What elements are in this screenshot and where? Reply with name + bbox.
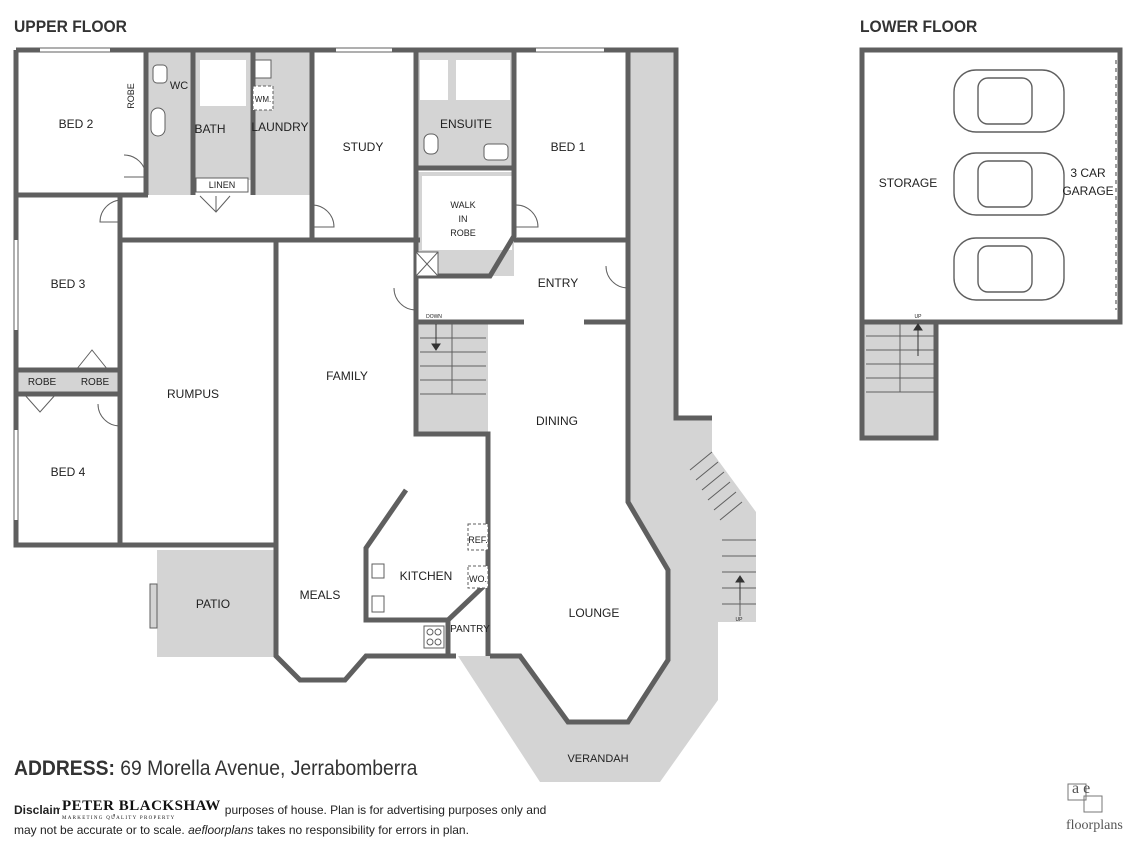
patio-step bbox=[149, 583, 158, 629]
label-linen: LINEN bbox=[209, 180, 236, 190]
linen-cupboard bbox=[195, 177, 249, 193]
logo-text: floorplans bbox=[1066, 818, 1123, 833]
label-wc: WC bbox=[170, 80, 188, 92]
laundry-tub bbox=[254, 59, 272, 79]
cars bbox=[953, 69, 1065, 301]
label-bed4: BED 4 bbox=[51, 465, 86, 479]
robe-strip bbox=[16, 370, 118, 392]
label-bath: BATH bbox=[194, 122, 225, 136]
washing-machine bbox=[252, 85, 274, 111]
label-storage: STORAGE bbox=[879, 176, 937, 190]
label-garage-1: 3 CAR bbox=[1070, 166, 1106, 180]
label-meals: MEALS bbox=[300, 588, 341, 602]
stair-area bbox=[418, 322, 488, 434]
label-up-stair: UP bbox=[736, 617, 744, 623]
label-rumpus: RUMPUS bbox=[167, 387, 219, 401]
door-swings bbox=[23, 154, 629, 427]
label-robe-vertical: ROBE bbox=[126, 83, 136, 109]
label-ref: REF. bbox=[468, 535, 488, 545]
stair-arrows bbox=[431, 323, 923, 600]
label-study: STUDY bbox=[343, 140, 384, 154]
room-labels: BED 2 ROBE WC BATH WM. LAUNDRY LINEN STU… bbox=[28, 80, 1114, 765]
label-robe-b: ROBE bbox=[81, 377, 110, 388]
label-bed3: BED 3 bbox=[51, 277, 86, 291]
label-up-lower: UP bbox=[915, 314, 923, 320]
label-garage-2: GARAGE bbox=[1062, 184, 1113, 198]
address-value: 69 Morella Avenue, Jerrabomberra bbox=[120, 757, 418, 780]
agency-tagline: MARKETING QUALITY PROPERTY bbox=[62, 816, 176, 821]
disclaimer-line2-b: takes no responsibility for errors in pl… bbox=[256, 823, 469, 837]
walk-in-robe-floor bbox=[422, 176, 512, 250]
toilet-upper bbox=[152, 64, 168, 84]
label-down: DOWN bbox=[426, 314, 442, 320]
address-label: ADDRESS: bbox=[14, 757, 115, 780]
label-laundry: LAUNDRY bbox=[251, 120, 308, 134]
sink-1 bbox=[371, 563, 385, 579]
upper-floor-heading: UPPER FLOOR bbox=[14, 17, 127, 36]
label-wo: WO. bbox=[469, 574, 487, 584]
stair-treads bbox=[420, 324, 934, 616]
windows bbox=[14, 48, 1118, 520]
disclaimer-brand: aefloorplans bbox=[188, 823, 254, 837]
label-bed2: BED 2 bbox=[59, 117, 94, 131]
label-wm: WM. bbox=[255, 95, 271, 104]
label-robe-a: ROBE bbox=[28, 377, 57, 388]
lower-floor-heading: LOWER FLOOR bbox=[860, 17, 978, 36]
label-ensuite: ENSUITE bbox=[440, 117, 492, 131]
verandah-area bbox=[458, 52, 756, 782]
logo-mark-icon bbox=[1067, 783, 1103, 813]
label-robe-wir: ROBE bbox=[450, 228, 476, 238]
label-walk: WALK bbox=[450, 200, 475, 210]
fridge bbox=[467, 523, 489, 551]
basin-ensuite bbox=[483, 143, 509, 161]
label-pantry: PANTRY bbox=[450, 624, 490, 635]
address: ADDRESS: 69 Morella Avenue, Jerrabomberr… bbox=[14, 757, 417, 781]
disclaimer-line2-a: may not be accurate or to scale. bbox=[14, 823, 185, 837]
label-lounge: LOUNGE bbox=[569, 606, 620, 620]
ensuite-shower bbox=[420, 60, 448, 100]
label-in: IN bbox=[459, 214, 468, 224]
sink-2 bbox=[371, 595, 385, 613]
label-patio: PATIO bbox=[196, 597, 230, 611]
label-dining: DINING bbox=[536, 414, 578, 428]
ensuite-tub bbox=[456, 60, 510, 100]
label-kitchen: KITCHEN bbox=[400, 569, 453, 583]
label-bed1: BED 1 bbox=[551, 140, 586, 154]
patio-area bbox=[157, 550, 274, 657]
wall-oven bbox=[467, 565, 489, 589]
label-entry: ENTRY bbox=[538, 276, 578, 290]
room-whites bbox=[200, 60, 512, 250]
bath-tub bbox=[200, 60, 246, 106]
cooktop bbox=[423, 625, 445, 649]
grey-areas bbox=[16, 52, 936, 782]
toilet-ensuite bbox=[423, 133, 439, 155]
floorplans-logo: a e floorplans bbox=[1062, 780, 1126, 840]
agency-name: PETER BLACKSHAW bbox=[60, 798, 223, 814]
label-family: FAMILY bbox=[326, 369, 368, 383]
fixtures bbox=[149, 59, 509, 649]
basin-upper bbox=[150, 107, 166, 137]
logo-letters: a e bbox=[1072, 780, 1091, 797]
label-verandah: VERANDAH bbox=[567, 753, 628, 765]
